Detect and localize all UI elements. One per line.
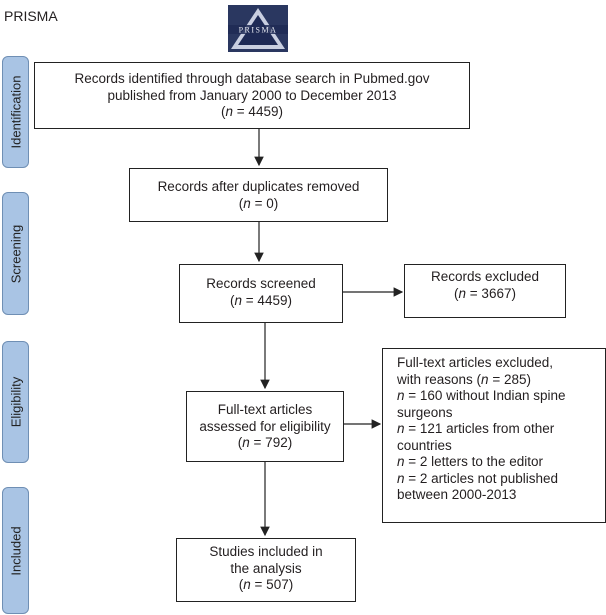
reason-line: n = 2 letters to the editor <box>397 454 543 469</box>
box-duplicates-removed: Records after duplicates removed (n = 0) <box>129 168 388 222</box>
stage-screening: Screening <box>2 192 29 315</box>
stage-eligibility: Eligibility <box>2 341 29 463</box>
page-title: PRISMA <box>4 8 58 24</box>
box-fulltext-excluded: Full-text articles excluded, with reason… <box>382 348 606 523</box>
box-fulltext-assessed: Full-text articles assessed for eligibil… <box>186 391 344 462</box>
reason-line: n = 2 articles not published <box>397 470 558 486</box>
reason-line: n = 121 articles from other <box>397 421 555 436</box>
stage-included: Included <box>2 487 29 614</box>
reason-line: between 2000-2013 <box>397 487 517 502</box>
prisma-logo: PRISMA <box>228 5 288 52</box>
box-records-screened: Records screened (n = 4459) <box>179 264 343 323</box>
stage-identification: Identification <box>2 56 29 168</box>
reason-line: countries <box>397 437 452 453</box>
box-records-excluded: Records excluded (n = 3667) <box>404 264 566 318</box>
svg-text:PRISMA: PRISMA <box>239 26 278 35</box>
reason-line: n = 160 without Indian spine <box>397 388 566 403</box>
reason-line: surgeons <box>397 404 453 420</box>
box-records-identified: Records identified through database sear… <box>34 62 470 129</box>
box-studies-included: Studies included in the analysis (n = 50… <box>176 538 356 602</box>
